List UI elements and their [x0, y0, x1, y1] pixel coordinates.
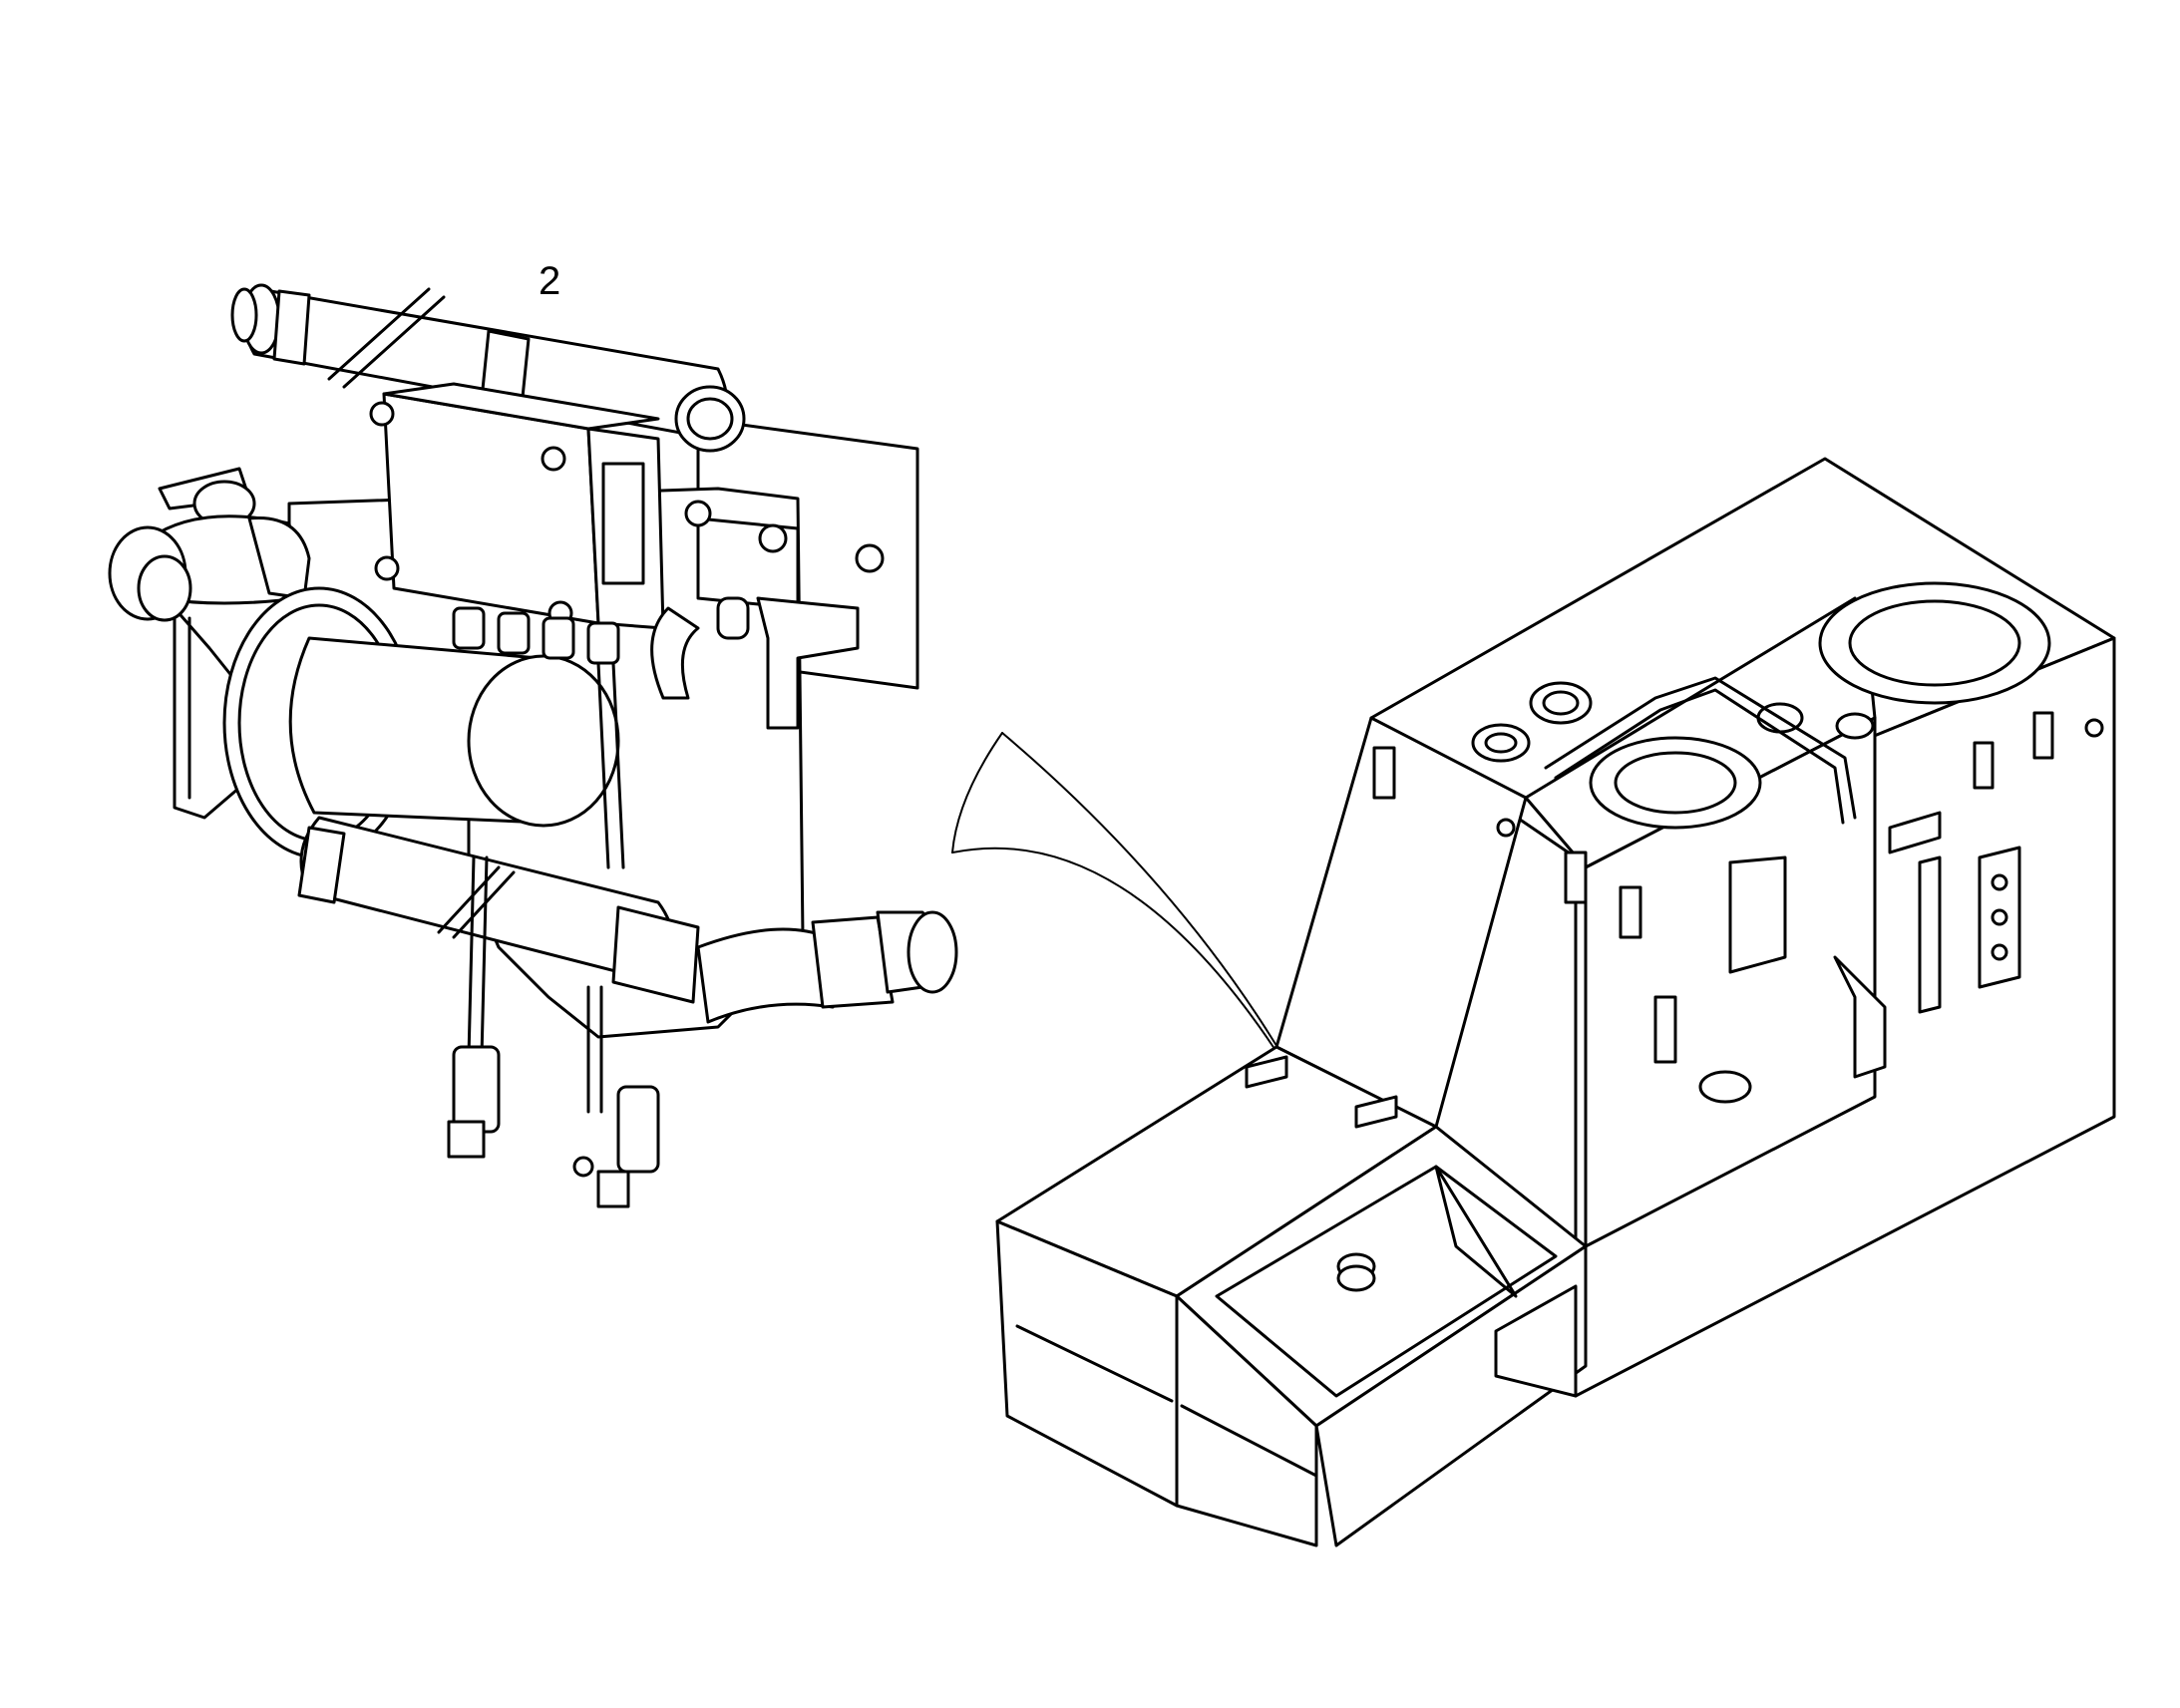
- tab-7: [1653, 995, 1677, 1064]
- tab-3: [1619, 885, 1642, 939]
- arrow-leader-bottom: [951, 847, 1287, 1068]
- small-port-a-inner: [1542, 690, 1580, 716]
- center-port-opening: [1614, 751, 1737, 815]
- underside-notch: [1494, 1284, 1578, 1398]
- break-line-c: [437, 865, 501, 934]
- wire-c: [467, 855, 476, 1059]
- small-port-d: [1835, 712, 1875, 740]
- tab-4: [1973, 741, 1995, 790]
- connector-2: [497, 611, 531, 655]
- wire-b: [611, 661, 625, 869]
- hinge-plate: [1728, 855, 1787, 974]
- connector-4: [586, 621, 620, 665]
- outlet-end: [907, 910, 958, 994]
- small-port-b: [1471, 723, 1531, 763]
- arrow-leader-top: [1001, 732, 1307, 1098]
- tab-6: [1888, 811, 1942, 854]
- control-box-label: [601, 462, 645, 585]
- small-port-a: [1529, 681, 1593, 725]
- trough-seam-left: [1015, 1324, 1174, 1403]
- machine-body: [995, 457, 2116, 1547]
- plug-left-tip: [447, 1120, 486, 1159]
- handle-rail-inner: [1554, 688, 1845, 825]
- break-line-b: [342, 295, 446, 389]
- hose-nut-1: [611, 905, 700, 1004]
- trough-opening: [1215, 1165, 1558, 1398]
- oval-grommet: [1698, 1070, 1752, 1104]
- bolt-plate-hole-1: [1991, 873, 2008, 891]
- trough-tab-2: [1354, 1095, 1398, 1129]
- control-box-top: [382, 382, 660, 431]
- connector-1: [452, 606, 486, 650]
- tab-2: [1564, 851, 1588, 904]
- arrow-leader-tail: [951, 732, 1003, 854]
- small-port-b-inner: [1484, 732, 1518, 754]
- callout-label-2: 2: [539, 259, 561, 303]
- wire-d: [480, 855, 489, 1059]
- top-hose-loop-inner: [686, 397, 734, 441]
- box-screw-2: [541, 446, 566, 472]
- trough-seam-right: [1180, 1404, 1318, 1478]
- valve-knob: [716, 596, 750, 640]
- valve-bolt: [855, 543, 885, 573]
- break-line-a: [327, 287, 431, 381]
- pump-filter-assembly: [108, 283, 958, 1208]
- valve-port: [758, 523, 788, 553]
- front-hole: [1496, 818, 1516, 838]
- plate-bolt: [684, 500, 712, 527]
- filter-end-cap: [467, 654, 620, 828]
- side-hole: [2084, 718, 2104, 738]
- large-port-opening: [1848, 599, 2021, 687]
- trough-front-right: [1175, 1294, 1318, 1547]
- tab-1: [1372, 746, 1396, 800]
- bolt-plate-hole-3: [1991, 943, 2008, 961]
- wire-a: [596, 661, 610, 869]
- tab-5: [2032, 711, 2054, 760]
- center-section-side: [1584, 716, 1877, 1248]
- bolt-plate-hole-2: [1991, 908, 2008, 926]
- bracket-right: [756, 596, 860, 730]
- top-hose-loop: [674, 385, 746, 453]
- break-line-d: [452, 870, 516, 939]
- box-screw-1: [369, 401, 395, 427]
- plug-right: [616, 1085, 660, 1174]
- bracket-left: [650, 606, 700, 700]
- control-box-front: [382, 392, 600, 625]
- top-hose-clamp-left: [272, 289, 311, 366]
- bottom-hose-clamp: [297, 826, 346, 904]
- box-screw-3: [374, 555, 400, 581]
- long-bracket: [1918, 855, 1942, 1014]
- valve-inlet-inner: [137, 554, 192, 622]
- drain-nipple-base: [1336, 1264, 1376, 1292]
- ring-terminal: [572, 1156, 594, 1178]
- plug-left: [452, 1045, 501, 1134]
- elbow-fitting: [696, 927, 835, 1024]
- angle-bracket: [1833, 955, 1887, 1079]
- trough-tab-1: [1245, 1055, 1288, 1089]
- handle-rail: [1544, 676, 1857, 820]
- valve-outlet: [247, 516, 311, 600]
- connector-3: [542, 616, 575, 660]
- plug-right-tip: [596, 1170, 630, 1208]
- trough-inner-wall: [1434, 1165, 1518, 1298]
- top-hose-end-nut: [230, 287, 258, 343]
- hose-nut-2: [811, 915, 895, 1009]
